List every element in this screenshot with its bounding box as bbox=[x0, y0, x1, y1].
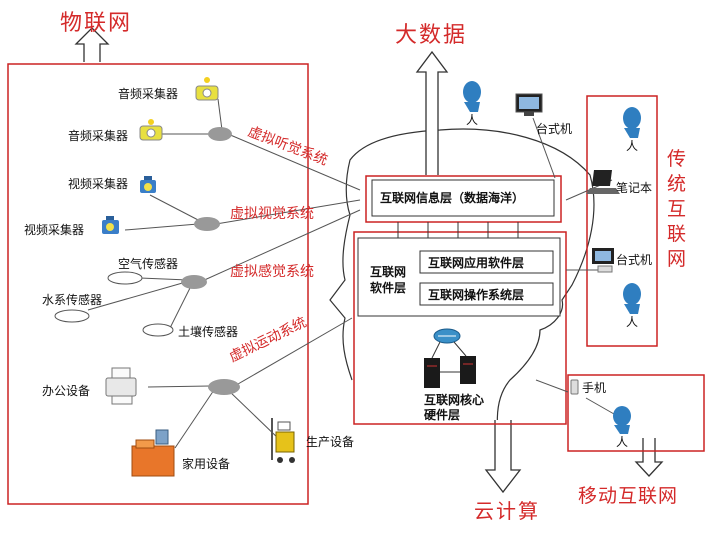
label-video-collector-2: 视频采集器 bbox=[24, 222, 84, 237]
title-mobile: 移动互联网 bbox=[578, 485, 678, 507]
audio-collector-icon-2 bbox=[139, 119, 163, 141]
label-air-sensor: 空气传感器 bbox=[118, 256, 178, 271]
layer-connectors bbox=[397, 222, 519, 238]
label-production-equipment: 生产设备 bbox=[306, 435, 354, 449]
server-icon-1 bbox=[424, 358, 440, 388]
label-desktop-right: 台式机 bbox=[616, 252, 652, 267]
info-layer-frame bbox=[365, 175, 562, 223]
title-iot: 物联网 bbox=[60, 11, 132, 36]
core-hardware-label-1: 互联网核心 bbox=[424, 392, 484, 407]
software-layer-label-1: 互联网 bbox=[370, 265, 406, 279]
mobile-connection bbox=[585, 397, 615, 415]
router-icon bbox=[433, 328, 461, 344]
label-home-equipment: 家用设备 bbox=[182, 456, 230, 471]
printer-icon bbox=[105, 367, 137, 405]
hub-hearing bbox=[208, 127, 232, 141]
svg-text:联: 联 bbox=[667, 223, 686, 245]
iot-frame bbox=[7, 63, 309, 505]
label-desktop-top: 台式机 bbox=[536, 121, 572, 136]
mobile-down-arrow bbox=[634, 438, 664, 477]
info-layer-label: 互联网信息层（数据海洋） bbox=[380, 190, 524, 205]
title-traditional: 传 统 互 联 网 bbox=[667, 148, 686, 270]
person-label-right-bottom: 人 bbox=[626, 315, 638, 329]
label-office-equipment: 办公设备 bbox=[42, 383, 90, 398]
person-label-mobile: 人 bbox=[616, 435, 628, 449]
svg-text:传: 传 bbox=[667, 148, 686, 170]
svg-text:网: 网 bbox=[667, 248, 686, 270]
home-appliance-icon bbox=[131, 429, 175, 477]
label-audio-collector-2: 音频采集器 bbox=[68, 128, 128, 143]
label-virtual-motion: 虚拟运动系统 bbox=[227, 314, 310, 365]
software-hardware-frame bbox=[353, 231, 567, 425]
person-icon-mobile bbox=[613, 406, 631, 434]
mobile-internet-frame bbox=[567, 374, 705, 452]
label-video-collector-1: 视频采集器 bbox=[68, 176, 128, 191]
label-virtual-sensation: 虚拟感觉系统 bbox=[230, 263, 314, 280]
water-sensor-shape bbox=[54, 309, 90, 323]
core-hardware-label-2: 硬件层 bbox=[424, 407, 460, 422]
desktop-icon-top bbox=[515, 93, 543, 116]
server-connections bbox=[431, 341, 467, 373]
iot-connections bbox=[87, 98, 361, 449]
label-soil-sensor: 土壤传感器 bbox=[178, 324, 238, 339]
title-bigdata: 大数据 bbox=[395, 23, 467, 48]
svg-text:统: 统 bbox=[667, 173, 686, 195]
cloud-down-arrow bbox=[484, 420, 522, 494]
video-camera-icon-2 bbox=[102, 216, 119, 234]
phone-icon bbox=[570, 379, 579, 395]
title-cloud: 云计算 bbox=[474, 499, 540, 523]
person-label-right-top: 人 bbox=[626, 139, 638, 153]
software-layer-label-2: 软件层 bbox=[370, 280, 406, 295]
server-icon-2 bbox=[460, 356, 476, 384]
hub-motion bbox=[208, 379, 240, 395]
hub-vision bbox=[194, 217, 220, 231]
traditional-internet-frame bbox=[586, 95, 658, 347]
app-software-label: 互联网应用软件层 bbox=[428, 255, 524, 270]
person-icon-right-top bbox=[623, 107, 641, 138]
forklift-icon bbox=[271, 418, 295, 463]
air-sensor-shape bbox=[107, 271, 143, 285]
person-label-top: 人 bbox=[466, 113, 478, 127]
person-icon-top bbox=[463, 81, 481, 112]
app-software-box bbox=[419, 250, 554, 274]
soil-sensor-shape bbox=[142, 323, 174, 337]
laptop-icon bbox=[586, 170, 620, 194]
video-camera-icon-1 bbox=[140, 176, 156, 193]
label-virtual-vision: 虚拟视觉系统 bbox=[230, 206, 314, 222]
info-layer-box bbox=[371, 179, 555, 217]
os-layer-box bbox=[419, 282, 554, 306]
label-laptop: 笔记本 bbox=[616, 180, 652, 195]
audio-collector-icon-1 bbox=[195, 77, 219, 101]
person-icon-right-bottom bbox=[623, 283, 641, 314]
head-outline bbox=[329, 128, 595, 471]
os-layer-label: 互联网操作系统层 bbox=[428, 287, 524, 302]
svg-text:互: 互 bbox=[667, 198, 686, 220]
hub-sensation bbox=[181, 275, 207, 289]
iot-up-arrow bbox=[74, 27, 110, 62]
bigdata-up-arrow bbox=[415, 50, 449, 175]
label-audio-collector-1: 音频采集器 bbox=[118, 86, 178, 101]
label-water-sensor: 水系传感器 bbox=[42, 292, 102, 307]
label-phone: 手机 bbox=[582, 381, 606, 395]
desktop-icon-right bbox=[592, 248, 614, 273]
